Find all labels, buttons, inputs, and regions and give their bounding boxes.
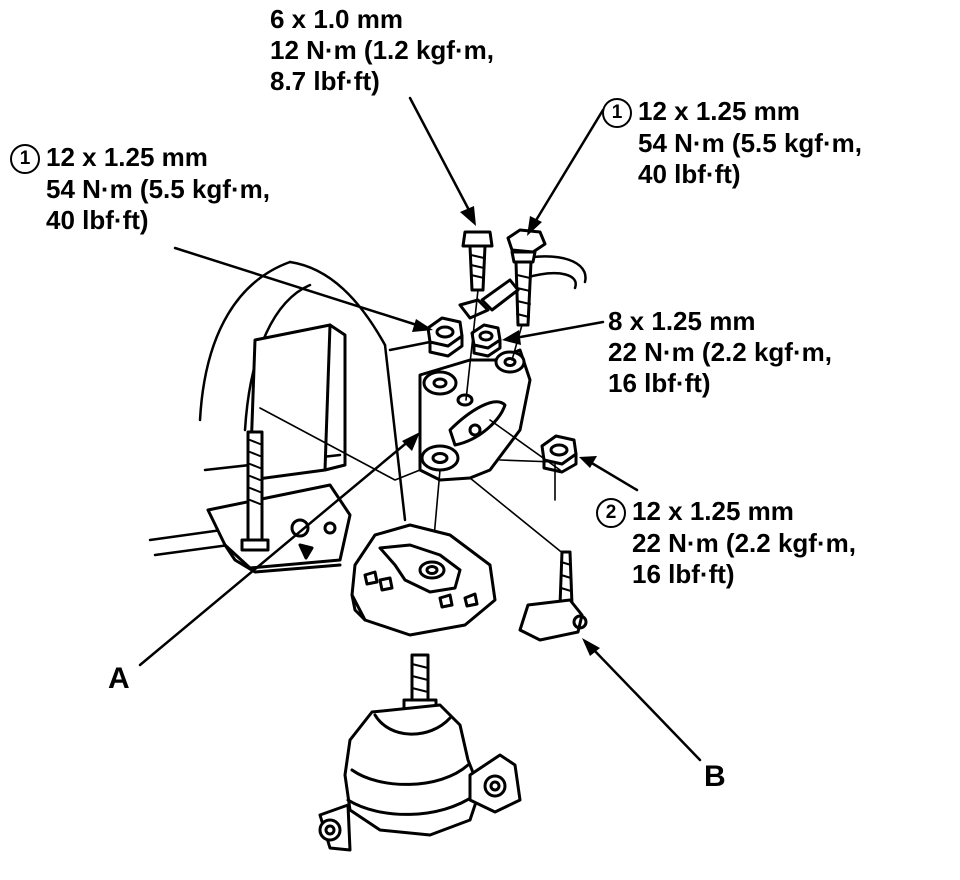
torque-value: 54 N·m (5.5 kgf·m, — [46, 174, 270, 204]
bolt-spec: 12 x 1.25 mm — [638, 96, 800, 126]
torque-value: 12 N·m (1.2 kgf·m, — [270, 35, 494, 65]
mount-stopper — [350, 523, 497, 637]
torque-value: 22 N·m (2.2 kgf·m, — [632, 528, 856, 558]
left-bracket-plate — [206, 323, 352, 574]
torque-value-imperial: 8.7 lbf·ft) — [270, 66, 380, 96]
hose-clip — [458, 278, 520, 320]
engine-mount — [318, 703, 522, 852]
arrow-heads — [402, 206, 600, 656]
upper-mount-bracket — [418, 348, 532, 482]
torque-value: 22 N·m (2.2 kgf·m, — [608, 337, 832, 367]
sensor-bracket — [518, 550, 588, 642]
index-circle: 1 — [10, 144, 40, 174]
left-stud — [240, 430, 270, 552]
label-a: A — [108, 662, 130, 695]
leader-lines — [138, 96, 702, 762]
nut-left — [426, 316, 464, 358]
torque-value-imperial: 16 lbf·ft) — [608, 368, 711, 398]
bolt-spec: 12 x 1.25 mm — [46, 142, 208, 172]
torque-value-imperial: 16 lbf·ft) — [632, 559, 735, 589]
label-b: B — [704, 760, 726, 793]
callout-small-bolt: 6 x 1.0 mm 12 N·m (1.2 kgf·m, 8.7 lbf·ft… — [270, 4, 494, 97]
torque-value: 54 N·m (5.5 kgf·m, — [638, 128, 862, 158]
large-bolt — [506, 228, 547, 327]
torque-value-imperial: 40 lbf·ft) — [46, 205, 149, 235]
bolt-spec: 12 x 1.25 mm — [632, 496, 794, 526]
lower-stud — [402, 653, 438, 714]
small-bolt — [461, 230, 494, 292]
bolt-spec: 6 x 1.0 mm — [270, 4, 403, 34]
assembly-guidelines — [259, 289, 566, 561]
nut-center — [470, 323, 502, 358]
bolt-spec: 8 x 1.25 mm — [608, 306, 756, 336]
torque-value-imperial: 40 lbf·ft) — [638, 159, 741, 189]
callout-mid-bolt: 8 x 1.25 mm 22 N·m (2.2 kgf·m, 16 lbf·ft… — [608, 306, 832, 399]
index-circle: 1 — [602, 98, 632, 128]
index-circle: 2 — [596, 498, 626, 528]
nut-side — [540, 434, 578, 474]
